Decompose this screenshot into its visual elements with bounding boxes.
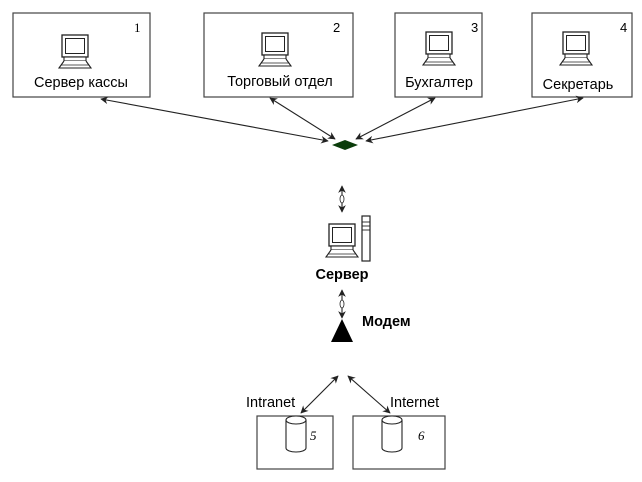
link-ws2-hub <box>269 97 336 140</box>
workstation-4: 4 Секретарь <box>531 12 633 98</box>
workstation-label: Сервер кассы <box>34 75 128 91</box>
workstation-number: 2 <box>333 20 340 35</box>
link-ws3-hub <box>355 97 436 140</box>
server-label: Сервер <box>315 267 368 283</box>
workstation-label: Бухгалтер <box>405 75 473 91</box>
workstation-1: 1 Сервер кассы <box>12 12 151 98</box>
server: Сервер <box>315 215 371 283</box>
modem-label: Модем <box>362 314 411 330</box>
computer-icon <box>58 34 92 69</box>
workstation-number: 3 <box>471 20 478 35</box>
computer-icon <box>422 31 456 66</box>
link-ws1-hub <box>100 96 329 144</box>
intranet-label: Intranet <box>246 395 295 411</box>
workstation-label: Торговый отдел <box>227 74 333 90</box>
workstation-number: 1 <box>134 20 141 35</box>
hub-diamond-icon <box>332 140 358 150</box>
modem-triangle-icon <box>331 319 353 342</box>
link-ws4-hub <box>365 95 584 144</box>
workstation-2: 2 Торговый отдел <box>203 12 354 98</box>
network-number: 5 <box>310 428 317 443</box>
link-modem-internet <box>347 375 391 414</box>
computer-icon <box>559 31 593 66</box>
workstation-number: 4 <box>620 20 627 35</box>
database-icon <box>381 415 403 453</box>
connector-icon <box>339 194 345 204</box>
database-icon <box>285 415 307 453</box>
network-5: 5 <box>256 415 334 470</box>
computer-icon <box>258 32 292 67</box>
modem: Модем <box>331 314 411 342</box>
workstation-3: 3 Бухгалтер <box>394 12 483 98</box>
internet-label: Internet <box>390 395 439 411</box>
network-6: 6 <box>352 415 446 470</box>
connector-icon <box>339 299 345 309</box>
server-tower-icon <box>361 215 371 262</box>
server-computer-icon <box>325 223 359 258</box>
network-number: 6 <box>418 428 425 443</box>
workstation-label: Секретарь <box>543 77 614 93</box>
link-modem-intranet <box>300 375 339 414</box>
